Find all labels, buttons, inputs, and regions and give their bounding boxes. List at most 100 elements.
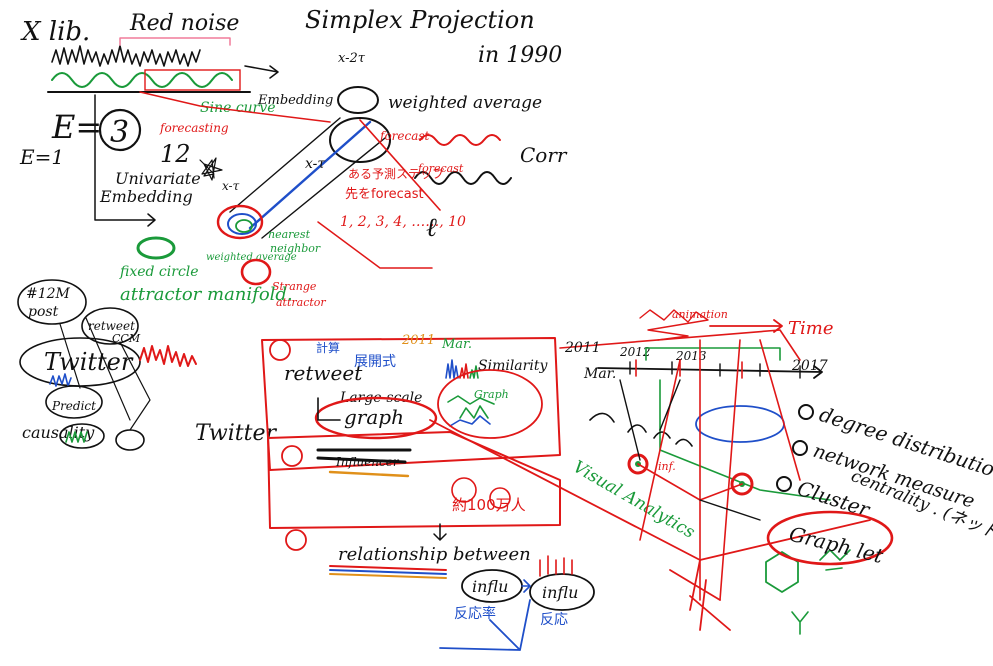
post-count: #12M xyxy=(26,286,71,302)
forecast-red-word: forecast xyxy=(417,162,464,175)
red-cross-mark-2 xyxy=(689,579,731,631)
arrow-to-embedding xyxy=(244,65,279,79)
visual-analytics-label: Visual Analytics xyxy=(570,457,699,543)
e-equals-label: E= xyxy=(51,108,102,146)
jp-forecast-line-1: ある予測ステップ xyxy=(348,167,444,181)
weighted-average-label: weighted average xyxy=(388,93,542,113)
relationship-rainbow-blue xyxy=(329,569,447,575)
x-tau-small: x-τ xyxy=(222,179,240,193)
retweet-bubble xyxy=(81,307,139,345)
causality-green-lines xyxy=(65,431,88,443)
twitter-blue-spikes xyxy=(49,373,72,387)
animation-scribble xyxy=(639,309,709,341)
fixed-circle-label: fixed circle xyxy=(119,264,199,280)
mar-center: Mar. xyxy=(441,337,472,352)
corr-label: Corr xyxy=(520,143,568,167)
graph-arrow xyxy=(317,397,341,421)
graph-label: graph xyxy=(344,405,404,429)
influencer-rainbow xyxy=(328,470,410,478)
attractor-section: x-τ nearest neighbor weighted average fi… xyxy=(119,157,326,309)
relationship-rainbow-red xyxy=(329,565,447,571)
causality-bubble xyxy=(59,423,105,449)
jp-calc-1: 計算 xyxy=(316,340,340,355)
embedding-dimension: E= 3 E=1 12 Univariate Embedding Sine cu… xyxy=(19,91,331,206)
left-connector-lines xyxy=(59,317,151,431)
count-bubble-1 xyxy=(451,477,477,503)
forecast-small-label: forecast xyxy=(379,129,430,143)
sine-curve-label: Sine curve xyxy=(200,100,276,116)
lower-red-box xyxy=(267,431,561,529)
network-node-glyphs xyxy=(589,412,693,447)
predict-label: Predict xyxy=(51,399,96,413)
similarity-label: Similarity xyxy=(478,358,548,374)
projection-cone-blue xyxy=(248,120,372,230)
timeline-ticks xyxy=(629,361,801,379)
attractor-manifold-label: attractor manifold. xyxy=(120,284,293,305)
influ-bubble-2 xyxy=(529,573,595,611)
red-noise-label: Red noise xyxy=(129,11,239,36)
x-lib-label: X lib. xyxy=(20,17,90,47)
retweet-main-label: retweet xyxy=(284,361,363,385)
graphlet-ellipse xyxy=(766,510,894,566)
bullet-network xyxy=(792,440,808,456)
bullet-degree xyxy=(798,404,814,420)
timeline-axis xyxy=(597,365,823,379)
bullet-cluster xyxy=(776,476,792,492)
post-bubble xyxy=(17,279,87,325)
relationship-section: relationship between influ influ 反応率 反応 xyxy=(329,523,595,651)
bracket-down xyxy=(94,94,156,227)
bullet-2 xyxy=(281,445,303,467)
multicolor-bars-1 xyxy=(445,359,459,379)
forecasting-label: forecasting xyxy=(159,121,229,135)
graph-sketch-green xyxy=(447,395,495,419)
strange-attractor-shape xyxy=(240,258,272,286)
jp-forecast-line-2: 先をforecast xyxy=(345,187,424,202)
attractor-core-blue xyxy=(227,213,257,235)
forecast-bracket xyxy=(317,221,433,269)
red-node-1 xyxy=(627,453,649,475)
univariate-embedding-label: Embedding xyxy=(99,187,193,206)
simplex-projection: Simplex Projection in 1990 x-2τ Embeddin… xyxy=(229,6,568,269)
timeline-green-bracket xyxy=(645,347,781,361)
relationship-label: relationship between xyxy=(338,544,531,565)
projection-cone-line-2 xyxy=(261,137,386,239)
neighbor-label: neighbor xyxy=(270,242,321,255)
noise-highlight-box xyxy=(144,69,241,91)
post-label: post xyxy=(28,304,59,320)
relationship-rainbow-orange xyxy=(329,573,447,579)
time-label: Time xyxy=(788,318,833,339)
time-arrow xyxy=(709,319,783,333)
nearest-label: nearest xyxy=(268,228,311,241)
bottom-blue-strokes xyxy=(439,599,531,651)
red-tick-marks xyxy=(539,555,573,577)
twitter-center-label: Twitter xyxy=(195,421,277,446)
graph-ellipse xyxy=(314,396,438,440)
year-2011-center: 2011 xyxy=(401,333,435,348)
weighted-avg-small: weighted average xyxy=(206,252,297,263)
red-node-2 xyxy=(730,472,754,496)
x-lib-section: X lib. Red noise xyxy=(20,11,279,227)
relationship-down-arrow xyxy=(433,523,447,541)
graph-sketch-blue xyxy=(449,415,491,427)
projection-cone-line-1 xyxy=(229,117,341,213)
twitter-red-spikes xyxy=(139,345,197,367)
ccm-label: CCM xyxy=(112,332,141,345)
noise-wave-green xyxy=(51,72,233,88)
e-value-circle xyxy=(98,108,142,152)
timeline-2013: 2013 xyxy=(675,349,707,363)
ell-glyph: ℓ xyxy=(426,213,437,243)
multicolor-bars-2 xyxy=(459,363,469,379)
attractor-core-red xyxy=(216,204,264,240)
x-2t-label: x-2τ xyxy=(338,51,366,66)
influ-arrow xyxy=(521,579,531,593)
twitter-left-cluster: #12M post retweet CCM Twitter Predict ca… xyxy=(17,279,197,451)
attractor-label-small: attractor xyxy=(276,296,326,309)
bullet-3 xyxy=(285,529,307,551)
inf-label: inf. xyxy=(658,460,676,473)
jp-count-label: 約100万人 xyxy=(452,496,526,514)
timeline-2011: 2011 xyxy=(564,340,601,356)
va-green-path xyxy=(659,379,831,501)
green-y-mark xyxy=(791,611,809,635)
influencer-strikes xyxy=(316,448,412,464)
